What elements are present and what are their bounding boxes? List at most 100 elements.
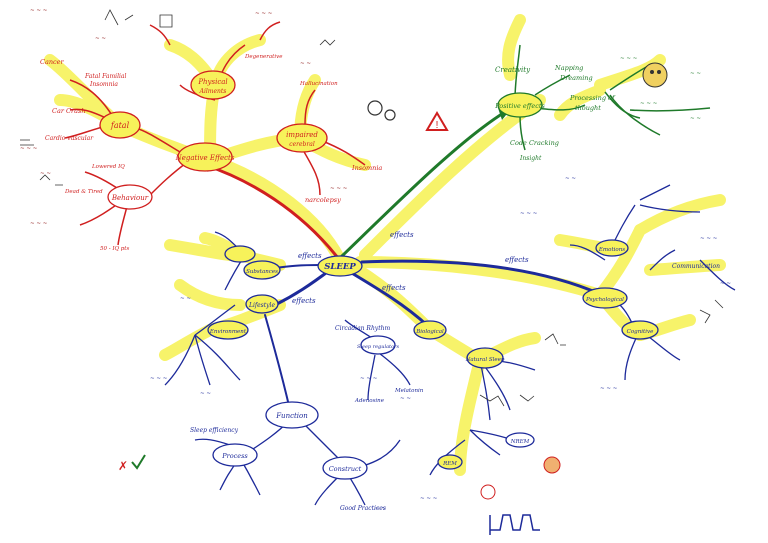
svg-text:~ ~: ~ ~ <box>200 391 211 397</box>
biological-label: Biological <box>415 329 444 335</box>
node-shapes <box>99 70 659 480</box>
svg-text:~ ~ ~: ~ ~ ~ <box>30 8 48 14</box>
hallucination-label: Hallucination <box>299 81 338 87</box>
processing-sub-label: thought <box>575 104 601 112</box>
behaviour-label: Behaviour <box>111 194 149 202</box>
process-label: Process <box>221 452 248 460</box>
processing-label: Processing of <box>569 94 616 102</box>
caffeine-node[interactable] <box>224 245 256 263</box>
creativity-label: Creativity <box>495 66 531 74</box>
svg-text:~ ~: ~ ~ <box>40 171 51 177</box>
fifty-iq-label: 50 - IQ pts <box>100 246 130 252</box>
lifestyle-node[interactable] <box>245 294 279 314</box>
emotions-label: Emotions <box>598 247 625 253</box>
substances-node[interactable] <box>243 260 281 280</box>
svg-text:~ ~ ~: ~ ~ ~ <box>330 186 348 192</box>
narcolepsy-label: narcolepsy <box>305 196 341 204</box>
biological-node[interactable] <box>413 320 447 340</box>
svg-text:~ ~ ~: ~ ~ ~ <box>255 11 273 17</box>
svg-text:~ ~: ~ ~ <box>180 296 191 302</box>
construct-node[interactable] <box>322 456 368 480</box>
center-node[interactable] <box>317 255 363 277</box>
environment-label: Environment <box>209 329 247 335</box>
arrow-to-lifestyle <box>273 268 332 307</box>
negative-effects-node[interactable] <box>177 142 233 172</box>
psychological-label: Psychological <box>585 297 624 303</box>
svg-text:~ ~ ~: ~ ~ ~ <box>420 496 438 502</box>
positive-effects-label: Positive effects <box>494 102 545 110</box>
napping-label: Napping <box>554 64 583 72</box>
svg-text:~ ~ ~: ~ ~ ~ <box>30 221 48 227</box>
function-node[interactable] <box>265 401 319 429</box>
function-label: Function <box>275 412 308 420</box>
svg-text:~ ~ ~: ~ ~ ~ <box>600 386 618 392</box>
cognitive-label: Cognitive <box>627 329 654 335</box>
svg-text:~ ~ ~: ~ ~ ~ <box>150 376 168 382</box>
negative-effects-label: Negative Effects <box>175 154 235 162</box>
arrow-to-negative <box>203 163 340 260</box>
svg-text:~ ~: ~ ~ <box>690 116 701 122</box>
effects-label-right: effects <box>505 256 529 264</box>
dead-tired-label: Dead & Tired <box>64 189 103 195</box>
process-node[interactable] <box>212 443 258 467</box>
insomnia-label: Insomnia <box>351 164 382 172</box>
face-doodle-icon <box>480 456 561 500</box>
svg-text:~ ~ ~: ~ ~ ~ <box>700 236 718 242</box>
fatal-label: fatal <box>110 121 130 130</box>
svg-text:!: ! <box>436 120 439 131</box>
natural-sleep-node[interactable] <box>466 347 504 369</box>
lowered-iq-label: Lowered IQ <box>91 164 125 170</box>
sleep-regulators-node[interactable] <box>360 335 396 355</box>
arrow-to-function <box>264 314 291 411</box>
fatal-familial-sub-label: Insomnia <box>89 81 118 88</box>
nrem-node[interactable] <box>505 432 535 448</box>
good-practices-label: Good Practices <box>340 505 386 512</box>
svg-text:~ ~ ~: ~ ~ ~ <box>520 211 538 217</box>
tiny-notes: ~ ~ ~ ~ ~ ~ ~ ~ ~ ~ ~ ~ ~ ~ ~ ~ ~ ~ ~ ~ ~ ~ … <box>20 8 731 512</box>
circadian-label: Circadian Rhythm <box>335 325 390 332</box>
environment-node[interactable] <box>207 320 249 340</box>
communication-label: Communication <box>672 263 720 270</box>
psychological-node[interactable] <box>582 287 628 309</box>
sleep-regulators-label: Sleep regulators <box>357 344 399 350</box>
arrow-to-biological <box>348 270 430 328</box>
effects-label-lower: effects <box>382 284 406 292</box>
melatonin-label: Melatonin <box>394 388 424 394</box>
emotions-node[interactable] <box>595 239 629 257</box>
positive-effects-node[interactable] <box>497 92 543 118</box>
fatal-familial-label: Fatal Familial <box>84 73 127 80</box>
svg-text:~ ~: ~ ~ <box>400 396 411 402</box>
physical-label: Physical <box>197 78 227 86</box>
svg-text:✗: ✗ <box>118 459 128 473</box>
svg-text:~ ~: ~ ~ <box>300 61 311 67</box>
impaired-label: impaired <box>286 131 318 139</box>
warning-triangle-icon: ! <box>425 111 449 131</box>
cardio-label: Cardio-vascular <box>45 135 94 142</box>
svg-text:~ ~ ~: ~ ~ ~ <box>620 56 638 62</box>
construct-label: Construct <box>329 465 362 473</box>
main-arrows <box>203 110 602 411</box>
substances-label: Substances <box>246 269 278 275</box>
behaviour-node[interactable] <box>107 184 153 210</box>
svg-text:~ ~: ~ ~ <box>690 71 701 77</box>
svg-text:~ ~: ~ ~ <box>95 36 106 42</box>
adenosine-label: Adenosine <box>354 398 385 404</box>
arrow-to-positive <box>340 110 507 258</box>
cognitive-node[interactable] <box>621 320 659 340</box>
impaired-node[interactable] <box>276 123 328 153</box>
physical-sub-label: Ailments <box>199 88 227 95</box>
rem-label: REM <box>442 461 457 467</box>
scribble-doodles <box>20 9 724 407</box>
sleep-efficiency-label: Sleep efficiency <box>190 427 239 434</box>
effects-label-top: effects <box>390 231 414 239</box>
physical-node[interactable] <box>190 70 236 100</box>
lifestyle-label: Lifestyle <box>248 302 275 309</box>
fatal-node[interactable] <box>99 111 141 139</box>
svg-text:~ ~: ~ ~ <box>720 281 731 287</box>
svg-text:~ ~ ~: ~ ~ ~ <box>360 376 378 382</box>
rem-node[interactable] <box>437 454 463 470</box>
effects-label-lifestyle: effects <box>292 297 316 305</box>
nrem-label: NREM <box>510 439 530 445</box>
